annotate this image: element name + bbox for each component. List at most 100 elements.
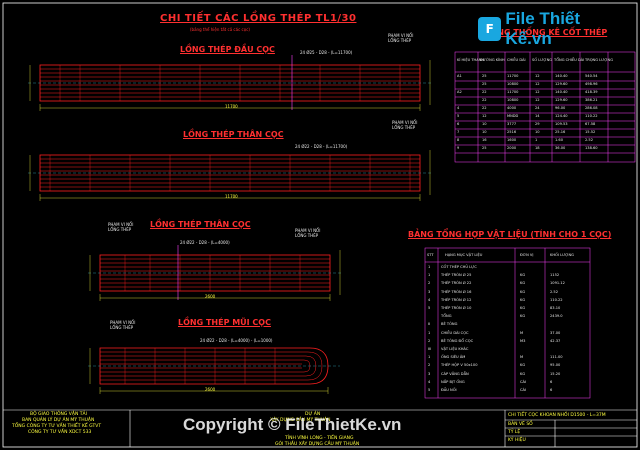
top-table-cell: 16 <box>482 138 487 142</box>
cage-tip-drawing <box>88 347 340 394</box>
top-table-header: KÍ HIỆU THANH <box>457 58 485 62</box>
top-table-header: CHIỀU DÀI <box>507 58 526 62</box>
top-table-header: SỐ LƯỢNG <box>532 58 553 62</box>
top-table-cell: 18 <box>535 146 540 150</box>
title-block-code: KÝ HIỆU <box>508 438 526 443</box>
material-table-cell: NẮP BỊT ỐNG <box>441 379 465 384</box>
material-table-cell: THÉP HỘP V 50x100 <box>441 363 478 368</box>
top-table-cell: 67.58 <box>585 122 596 126</box>
material-table-cell: 5 <box>428 388 431 392</box>
top-table-cell: 386.21 <box>585 98 598 102</box>
top-table-cell: 9 <box>457 146 460 150</box>
material-table-cell: 83.10 <box>550 306 561 310</box>
material-table-cell: 3 <box>428 289 431 294</box>
main-title: CHI TIẾT CÁC LỒNG THÉP TL1/30 <box>160 13 357 24</box>
material-table-cell: TỔNG <box>441 314 452 319</box>
title-block-project-name: XÂY DỰNG CẦU MỸ THUẬN <box>270 418 331 423</box>
top-table-cell: 140.40 <box>555 74 568 78</box>
material-table-cell: KG <box>520 363 526 368</box>
top-table-cell: 25 <box>482 74 487 78</box>
material-table-cell: CÁI <box>520 388 527 392</box>
material-table-cell: ĐẦU NỐI <box>441 388 457 392</box>
top-table-header: TRỌNG LƯỢNG <box>585 58 613 62</box>
material-table-cell: KG <box>520 371 526 376</box>
top-table-cell: 2000 <box>507 146 517 150</box>
material-table-cell: III <box>428 347 432 351</box>
top-table-cell: 140.40 <box>555 90 568 94</box>
top-table-cell: 540.54 <box>585 74 598 78</box>
top-table-cell: 29 <box>535 122 540 126</box>
material-table-cell: 1 <box>428 273 431 278</box>
title-block-location: TỈNH VĨNH LONG - TIỀN GIANG <box>285 436 354 441</box>
title-block-sheet-no: BẢN VẼ SỐ <box>508 422 533 427</box>
brand-logo-icon: F <box>478 17 502 41</box>
brand-logo[interactable]: F File Thiết Kế.vn <box>478 9 628 48</box>
material-table-cell: KG <box>520 281 526 286</box>
top-table-cell: 11700 <box>507 90 519 94</box>
title-block-project-label: DỰ ÁN <box>305 412 321 417</box>
top-table-cell: 5 <box>457 114 460 118</box>
top-table-cell: 25 <box>482 82 487 86</box>
top-table-cell: A1 <box>457 74 462 78</box>
top-table-cell: 2516 <box>507 130 517 134</box>
cage-tip-title: LỒNG THÉP MŨI CỌC <box>178 318 271 327</box>
title-block-org-2: BAN QUẢN LÝ DỰ ÁN MỸ THUẬN <box>22 418 95 423</box>
cage-body2-dim: 2600 <box>205 294 216 299</box>
material-table-cell: BÊ TÔNG ĐỔ CỌC <box>441 338 474 343</box>
material-table-cell: BÊ TÔNG <box>441 322 458 327</box>
cage-head-weld-note: PHẠM VI NỐI LỒNG THÉP <box>388 33 414 43</box>
material-table-cell: 1 <box>428 355 431 360</box>
top-table-cell: 25.16 <box>555 130 566 134</box>
material-table-cell: 15.20 <box>550 371 561 376</box>
material-table-cell: II <box>428 322 431 327</box>
material-table-cell: M <box>520 355 524 360</box>
top-table-cell: MNDD <box>507 114 519 118</box>
top-table-cell: 4 <box>457 106 460 110</box>
material-table-cell: VẬT LIỆU KHÁC <box>441 347 469 351</box>
title-block-org-1: BỘ GIAO THÔNG VẬN TẢI <box>30 412 87 417</box>
top-table-cell: 286.08 <box>585 106 598 110</box>
material-table-cell: 95.00 <box>550 363 561 368</box>
title-block-org-3: TỔNG CÔNG TY TƯ VẤN THIẾT KẾ GTVT <box>12 424 102 429</box>
copyright-watermark: Copyright © FileThietKe.vn <box>183 415 402 434</box>
top-table-cell: 109.53 <box>555 122 568 126</box>
top-table-cell: 14 <box>535 114 540 118</box>
cage-head-dim: 11700 <box>225 104 238 109</box>
material-table-cell: 3 <box>428 371 431 376</box>
top-table-cell: 10 <box>482 122 487 126</box>
cage-tip-dim: 2600 <box>205 387 216 392</box>
cage-body-drawing <box>28 150 432 201</box>
top-table-cell: 10800 <box>507 98 519 102</box>
material-table-cell: 42.37 <box>550 338 561 343</box>
material-table-cell: 4 <box>428 297 431 302</box>
material-table-cell: 2.52 <box>550 289 559 294</box>
material-table-cell: THÉP TRÒN Ø 12 <box>441 297 472 302</box>
material-table-cell: THÉP TRÒN Ø 25 <box>441 273 472 278</box>
cage-head-bar-label: 24 Ø25 - D28 - (L=11700) <box>300 50 353 55</box>
material-table-cell: 1091.12 <box>550 281 565 286</box>
cage-tip-bar-label: 24 Ø22 - D28 - (L=4000) - (L=1000) <box>200 338 273 343</box>
material-table-cell: CÁI <box>520 379 527 384</box>
material-table-cell: CÁP VĂNG DẪN <box>441 371 469 376</box>
material-table-cell: 6 <box>550 379 553 384</box>
top-table-cell: 22 <box>482 98 487 102</box>
top-table-cell: 418.39 <box>585 90 598 94</box>
cage-body-short-drawing <box>88 245 342 301</box>
main-subtitle: (bảng thể hiện tất cả các cọc) <box>190 27 250 32</box>
material-table-cell: CỐT THÉP CHỦ LỰC <box>441 265 477 269</box>
material-table-cell: KG <box>520 297 526 302</box>
material-table-cell: 1152 <box>550 273 560 278</box>
top-table-header: TỔNG CHIỀU DÀI <box>554 58 585 62</box>
top-table-cell: 4000 <box>507 106 517 110</box>
cage-body-title: LỒNG THÉP THÂN CỌC <box>183 130 284 139</box>
top-table-cell: 36.00 <box>555 146 566 150</box>
material-table-cell: 37.00 <box>550 330 561 335</box>
title-block-grid <box>3 409 637 447</box>
top-table-cell: 124.40 <box>555 114 568 118</box>
material-table-header: ĐƠN VỊ <box>520 253 534 257</box>
brand-logo-text: File Thiết Kế.vn <box>505 9 581 48</box>
top-table-cell: 12 <box>535 82 540 86</box>
material-table-cell: 2439.0 <box>550 314 563 319</box>
